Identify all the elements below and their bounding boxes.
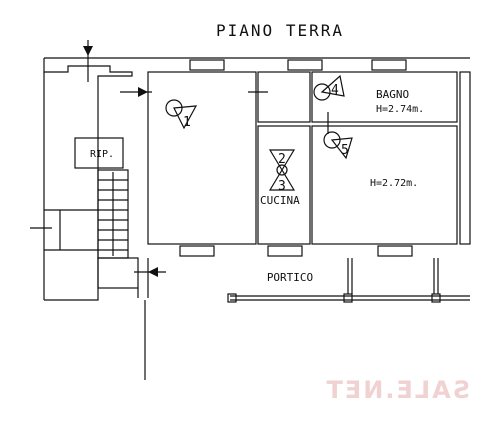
ripostiglio-room bbox=[74, 137, 124, 169]
ripostiglio-label: RIP. bbox=[90, 149, 114, 160]
left-wall bbox=[43, 58, 133, 301]
main-height-label: H=2.72m. bbox=[370, 178, 418, 189]
watermark: SALE.NET bbox=[324, 376, 470, 404]
photo-point-1-label: 1 bbox=[183, 115, 191, 130]
bagno-label: BAGNO bbox=[376, 88, 409, 101]
bagno-height-label: H=2.74m. bbox=[376, 104, 424, 115]
entry-arrow-left-icon bbox=[148, 267, 158, 277]
corridor-room bbox=[257, 71, 311, 123]
window-top-1 bbox=[189, 59, 225, 71]
left-room bbox=[147, 71, 257, 245]
main-room bbox=[311, 125, 458, 245]
photo-point-1-icon bbox=[165, 99, 183, 117]
photo-point-4-label: 4 bbox=[331, 83, 339, 98]
photo-point-5-icon bbox=[323, 131, 341, 149]
portico-label: PORTICO bbox=[267, 271, 313, 284]
cucina-label: CUCINA bbox=[260, 194, 300, 207]
window-bottom-3 bbox=[377, 245, 413, 257]
window-bottom-2 bbox=[267, 245, 303, 257]
photo-point-3-label: 3 bbox=[278, 179, 286, 194]
window-top-3 bbox=[371, 59, 407, 71]
photo-point-2-label: 2 bbox=[278, 152, 286, 167]
cucina-room bbox=[257, 125, 311, 245]
entry-arrow-right-icon bbox=[138, 87, 148, 97]
photo-point-4-icon bbox=[313, 83, 331, 101]
bagno-room bbox=[311, 71, 458, 123]
window-top-2 bbox=[287, 59, 323, 71]
plan-title: PIANO TERRA bbox=[216, 21, 344, 40]
photo-point-2-3-icon bbox=[276, 164, 288, 176]
photo-point-5-label: 5 bbox=[341, 143, 349, 158]
entry-arrow-down-icon bbox=[83, 46, 93, 56]
window-bottom-1 bbox=[179, 245, 215, 257]
entrance-block bbox=[97, 257, 139, 289]
